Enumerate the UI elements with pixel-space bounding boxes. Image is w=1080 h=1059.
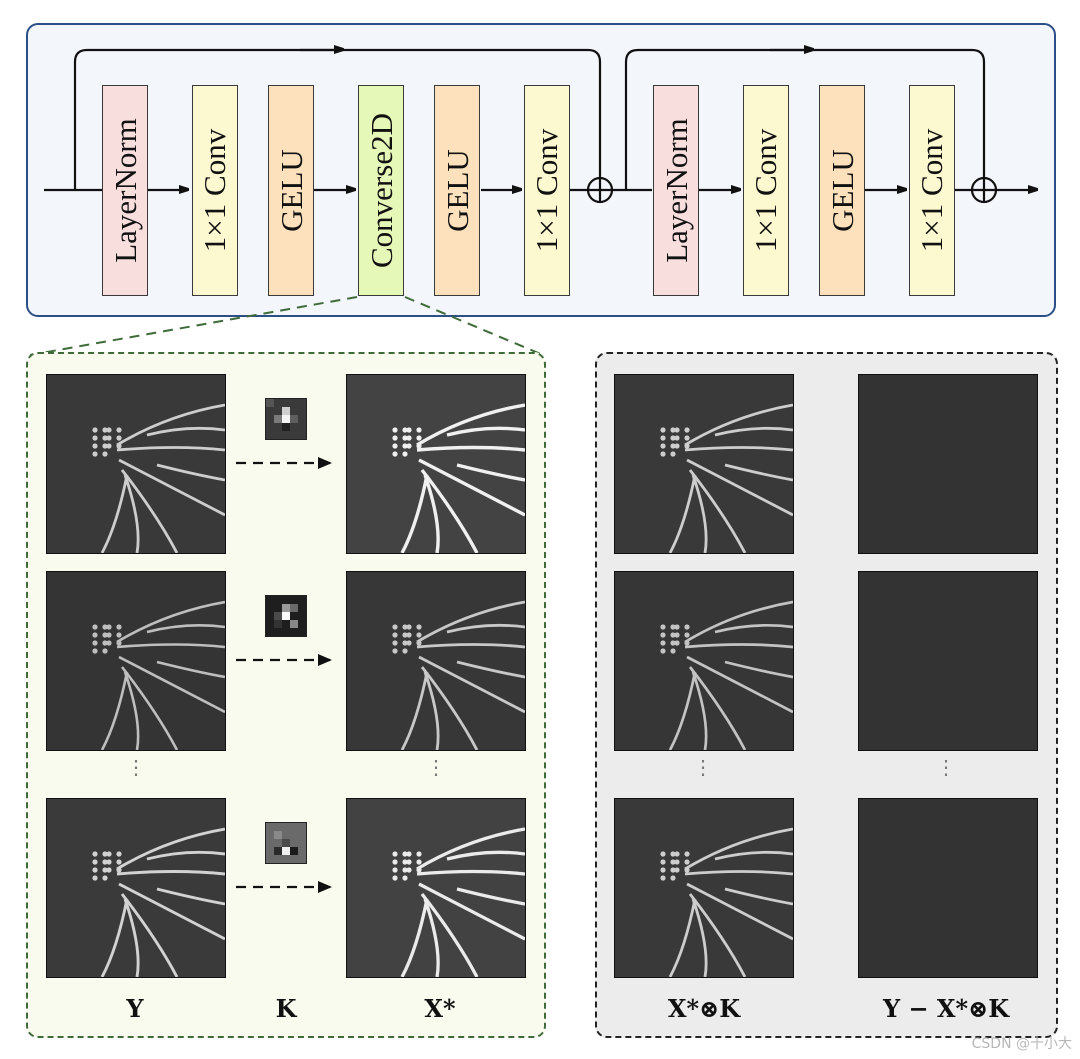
caption-k: K	[275, 994, 297, 1023]
feature-map	[46, 798, 226, 978]
block-label: Converse2D	[363, 113, 399, 268]
dashed-arrows	[236, 457, 332, 893]
converse2d-block: Converse2D	[358, 85, 404, 296]
butterfly-texture	[347, 572, 525, 750]
block-label: 1×1 Conv	[197, 128, 233, 253]
connection-lines	[29, 0, 1080, 356]
butterfly-texture	[347, 799, 525, 977]
ellipsis: ⋮	[936, 755, 956, 779]
layernorm-block: LayerNorm	[653, 85, 699, 296]
ellipsis: ⋮	[693, 755, 713, 779]
block-label: LayerNorm	[658, 118, 694, 263]
block-label: GELU	[824, 149, 860, 232]
feature-map	[46, 571, 226, 751]
gelu-block: GELU	[819, 85, 865, 296]
butterfly-texture	[47, 375, 225, 553]
feature-map	[346, 374, 526, 554]
kernel-image	[265, 595, 307, 637]
caption-y-minus-x-star-conv-k: Y − X*⊗K	[882, 994, 1010, 1023]
block-label: 1×1 Conv	[748, 128, 784, 253]
kernel-image	[265, 822, 307, 864]
residual-map	[858, 374, 1038, 554]
butterfly-texture	[47, 799, 225, 977]
block-label: GELU	[273, 149, 309, 232]
butterfly-texture	[615, 799, 793, 977]
ellipsis: ⋮	[426, 755, 446, 779]
caption-x-star: X*	[424, 994, 456, 1023]
caption-x-star-conv-k: X*⊗K	[667, 994, 741, 1023]
kernel-pixels	[266, 596, 306, 636]
butterfly-texture	[615, 375, 793, 553]
caption-y: Y	[126, 994, 144, 1023]
conv1x1-block: 1×1 Conv	[909, 85, 955, 296]
layernorm-block: LayerNorm	[102, 85, 148, 296]
conv1x1-block: 1×1 Conv	[192, 85, 238, 296]
kernel-pixels	[266, 823, 306, 863]
conv1x1-block: 1×1 Conv	[524, 85, 570, 296]
residual-map	[858, 571, 1038, 751]
gelu-block: GELU	[434, 85, 480, 296]
residual-map	[858, 798, 1038, 978]
gelu-block: GELU	[268, 85, 314, 296]
watermark: CSDN @十小大	[971, 1036, 1072, 1052]
ellipsis: ⋮	[126, 755, 146, 779]
block-label: 1×1 Conv	[914, 128, 950, 253]
kernel-pixels	[266, 399, 306, 439]
butterfly-texture	[347, 375, 525, 553]
block-label: 1×1 Conv	[529, 128, 565, 253]
feature-map	[614, 798, 794, 978]
block-label: LayerNorm	[107, 118, 143, 263]
feature-map	[614, 374, 794, 554]
feature-map	[46, 374, 226, 554]
conv1x1-block: 1×1 Conv	[743, 85, 789, 296]
kernel-image	[265, 398, 307, 440]
feature-map	[346, 571, 526, 751]
butterfly-texture	[47, 572, 225, 750]
feature-map	[346, 798, 526, 978]
feature-map	[614, 571, 794, 751]
block-label: GELU	[439, 149, 475, 232]
butterfly-texture	[615, 572, 793, 750]
